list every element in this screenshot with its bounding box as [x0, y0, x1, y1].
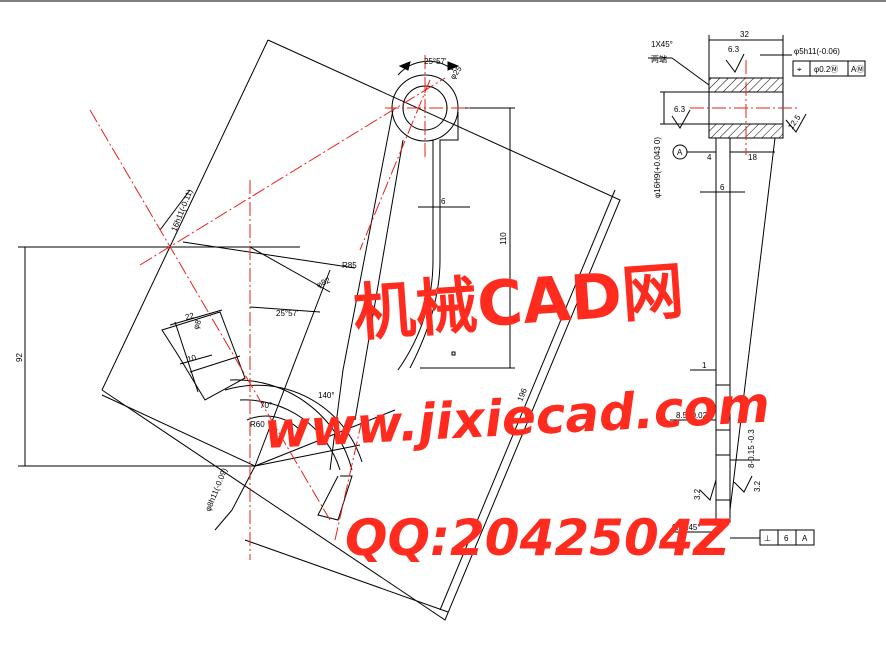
side-dim-both-ends: 两端 [651, 54, 667, 64]
dim-len-10: 10 [186, 353, 197, 364]
end-box [715, 499, 731, 523]
dim-len-110: 110 [499, 232, 508, 245]
side-rough-32-a: 3.2 [693, 488, 702, 500]
side-gdt2-sym: ⊥ [764, 534, 771, 543]
r85-leader [182, 241, 356, 269]
arm-taper-right [729, 137, 776, 511]
dim-len-92: 92 [15, 353, 24, 362]
dim-196-line [439, 189, 616, 611]
side-dim-1: 1 [702, 361, 707, 370]
radial-line-3 [254, 444, 361, 467]
center-line-hook [334, 419, 363, 541]
side-rough-125: 12.5 [786, 113, 803, 131]
roughness-bottom-r [733, 475, 753, 493]
dim-22-line [169, 309, 223, 326]
side-dim-85: 8.5±0.025 [676, 411, 712, 420]
bottom-arc-inner [239, 399, 341, 471]
arm-curve [397, 259, 434, 371]
lug-line-b [174, 321, 199, 393]
side-gdt-tol: φ0.2Ⓜ [814, 65, 838, 74]
center-line-diag-b [139, 77, 446, 266]
dim-rib: 6 [441, 197, 446, 206]
arm-marker [451, 351, 456, 356]
side-chamfer-bottom: 0.5X45° [672, 523, 701, 532]
side-gdt-ref: AⓂ [851, 65, 864, 74]
top-boss-arc [397, 60, 454, 76]
dim-dia-8: φ8 [191, 318, 203, 331]
dim-dia-bottom: φ8h11(-0.09) [204, 466, 230, 512]
lug-line-a [189, 355, 241, 373]
side-dim-18: 18 [748, 153, 757, 162]
radial-line-4 [231, 465, 256, 511]
dim-angle-140: 140° [318, 391, 335, 400]
side-dim-chamfer: 1X45° [651, 40, 673, 49]
roughness-right [785, 113, 807, 133]
hole-leader [159, 189, 191, 231]
main-view [18, 39, 621, 621]
dim-r60: R60 [250, 420, 265, 429]
side-bore: φ16H9(+0.043 0) [653, 137, 662, 198]
center-lines [89, 55, 470, 560]
side-rough-32-b: 3.2 [753, 480, 762, 492]
base-line [244, 539, 449, 613]
angle-70-arc [246, 415, 301, 431]
radial-line-2 [254, 409, 396, 467]
left-lug [161, 311, 246, 401]
side-dim-32: 32 [740, 30, 749, 39]
dim-angle-top: 25°57' [424, 57, 447, 66]
watermark-title: 机械CAD网 [351, 254, 686, 350]
side-gdt2-val: 6 [784, 534, 789, 543]
r82-leader [249, 246, 331, 293]
side-shaft-fit: φ5h11(-0.06) [794, 47, 840, 56]
side-dim-6: 6 [720, 183, 725, 192]
bottom-arc-outer [224, 384, 363, 463]
center-line-diag-a [89, 109, 331, 521]
watermark-qq: QQ:2042504Z [345, 509, 732, 567]
side-view-dimensions: 32 1X45° 两端 6.3 6.3 12.5 φ5h11(-0.06) ⌖ … [651, 30, 864, 543]
side-datum-a: A [677, 148, 683, 157]
step-box-2 [715, 454, 731, 501]
dia-bottom-leader [214, 509, 233, 531]
roughness-top [725, 53, 745, 73]
roughness-bottom-l [699, 479, 717, 501]
side-dim-4: 4 [707, 153, 712, 162]
center-line-arm [359, 79, 431, 251]
watermark: 机械CAD网 www.jixiecad.com QQ:2042504Z [263, 254, 772, 567]
dim-hole-h11: 16h11(-0.11) [170, 188, 195, 233]
frame-inner-left [101, 39, 269, 391]
top-arrow-right [447, 61, 460, 71]
top-arrow-left [398, 61, 411, 71]
side-gdt-pos: ⌖ [797, 65, 802, 74]
dim-len-22: 22 [184, 311, 195, 322]
side-center-lines [690, 60, 800, 155]
dim-10-line [179, 354, 213, 365]
radial-line-5 [101, 394, 256, 467]
chamfer-leader [671, 57, 710, 86]
arm-right-edge [409, 112, 459, 369]
side-rough-63-b: 6.3 [674, 105, 686, 114]
gdt-frame [792, 60, 866, 77]
dim-angle-70: 70° [260, 401, 272, 410]
dim-angle-mid: 25°57' [276, 309, 299, 318]
radial-line-1 [254, 269, 331, 467]
roughness-left [671, 109, 691, 129]
dim-r85: R85 [342, 261, 357, 270]
arm-left-edge [329, 109, 394, 471]
side-rough-63-a: 6.3 [728, 45, 740, 54]
bottom-arc-mid [229, 379, 353, 471]
step-box-1 [715, 384, 731, 431]
arm-inner-line [354, 139, 404, 421]
hook-end [317, 475, 353, 521]
angle-arc-leader [249, 306, 321, 313]
side-dim-8: 8-0.15 -0.3 [747, 429, 756, 468]
side-gdt2-ref: A [802, 534, 808, 543]
